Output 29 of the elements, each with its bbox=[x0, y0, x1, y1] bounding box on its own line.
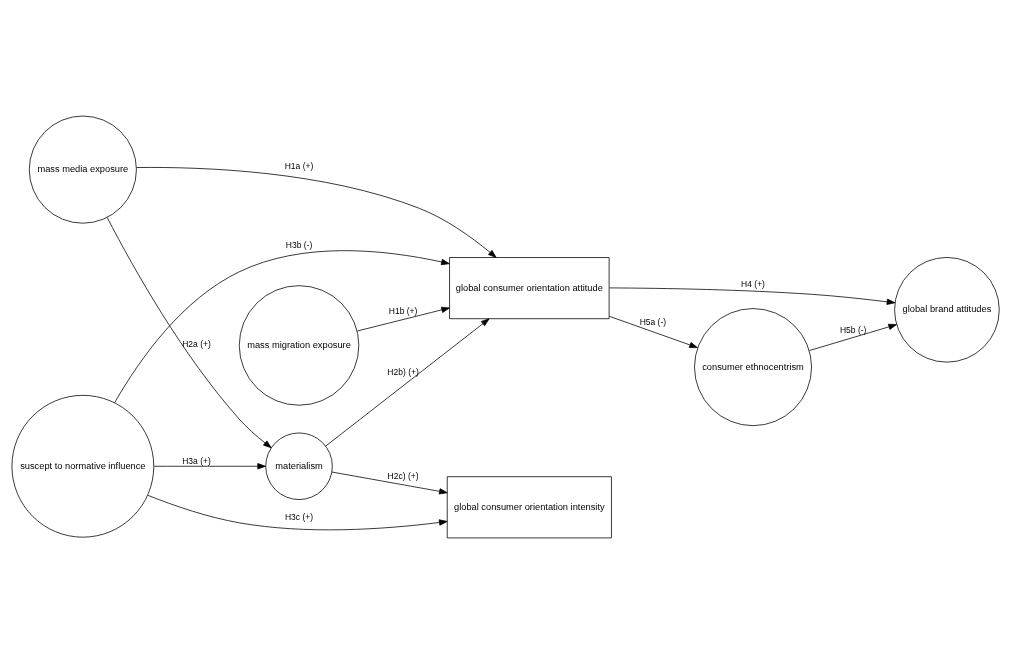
edge-label: H2a (+) bbox=[182, 338, 211, 349]
edge-label: H3b (-) bbox=[285, 240, 313, 251]
edge-label: H3a (+) bbox=[182, 455, 211, 466]
node-circle: consumer ethnocentrism bbox=[694, 308, 812, 427]
node-circle: global brand attitudes bbox=[894, 257, 1000, 363]
arrow bbox=[325, 318, 490, 447]
edge-label: H5b (-) bbox=[839, 324, 867, 335]
arrow bbox=[331, 471, 448, 495]
node-circle: mass migration exposure bbox=[238, 285, 360, 406]
edge-label: H2c) (+) bbox=[387, 471, 419, 482]
node-box: global consumer orientation intensity bbox=[446, 476, 612, 539]
arrow bbox=[809, 323, 897, 351]
arrow bbox=[106, 217, 272, 449]
edge-label: H3c (+) bbox=[284, 512, 314, 523]
arrow bbox=[609, 315, 698, 348]
edge-label: H2b) (+) bbox=[387, 366, 419, 377]
arrow bbox=[147, 495, 448, 531]
node-circle: suscept to normative influence bbox=[11, 394, 155, 538]
edge-label: H4 (+) bbox=[741, 279, 765, 290]
edge-label: H1a (+) bbox=[284, 160, 314, 171]
arrow bbox=[136, 167, 497, 258]
edge-label: H5a (-) bbox=[639, 317, 667, 328]
edge-label: H1b (+) bbox=[388, 306, 418, 317]
node-circle: mass media exposure bbox=[28, 115, 137, 224]
node-box: global consumer orientation attitude bbox=[449, 257, 610, 320]
arrow bbox=[153, 463, 266, 470]
arrow bbox=[114, 250, 450, 404]
arrow bbox=[356, 306, 450, 332]
arrow bbox=[609, 287, 896, 305]
